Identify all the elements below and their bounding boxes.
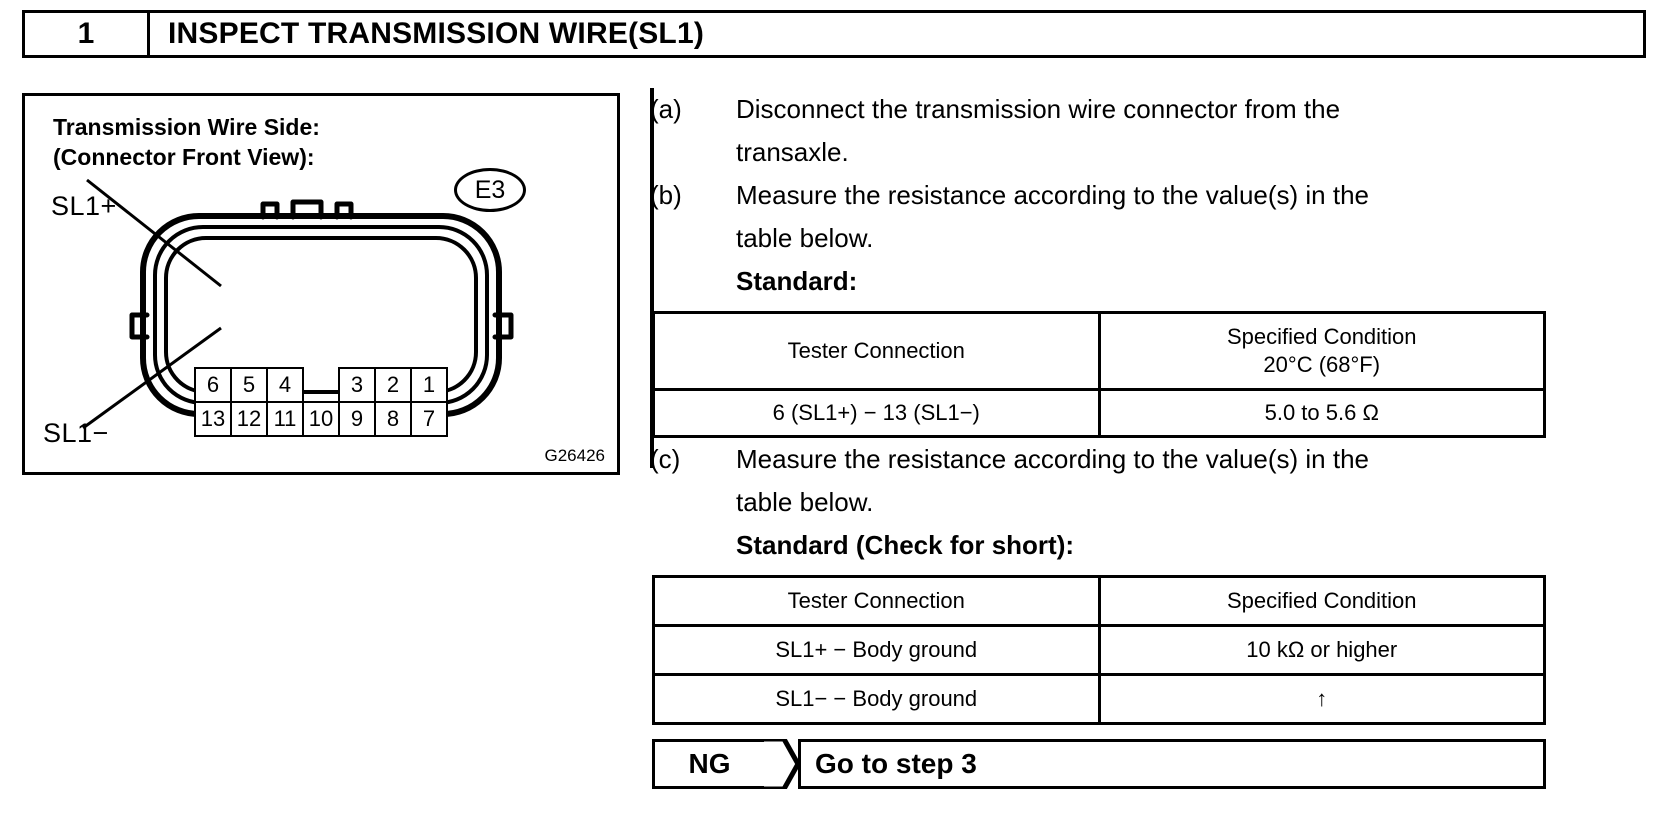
pin-cell-empty bbox=[302, 367, 340, 403]
table-header-row: Tester Connection Specified Condition 20… bbox=[652, 311, 1546, 391]
standard-heading: Standard: bbox=[736, 266, 858, 296]
pin-row-top: 6 5 4 3 2 1 bbox=[194, 367, 448, 403]
table-row: SL1− − Body ground ↑ bbox=[652, 673, 1546, 725]
instruction-text: Measure the resistance according to the … bbox=[736, 174, 1646, 260]
pin-cell: 3 bbox=[338, 367, 376, 403]
instruction-line: table below. bbox=[736, 223, 874, 253]
pin-cell: 1 bbox=[410, 367, 448, 403]
leader-line-sl1-positive bbox=[86, 178, 222, 288]
column-header-specified-condition: Specified Condition 20°C (68°F) bbox=[1097, 311, 1546, 391]
table-row: SL1+ − Body ground 10 kΩ or higher bbox=[652, 624, 1546, 676]
instruction-line: Measure the resistance according to the … bbox=[736, 444, 1370, 474]
instruction-marker: (a) bbox=[650, 94, 682, 124]
instruction-text: Disconnect the transmission wire connect… bbox=[736, 88, 1646, 174]
procedure-content: (a) Disconnect the transmission wire con… bbox=[650, 88, 1646, 792]
step-header: 1 INSPECT TRANSMISSION WIRE(SL1) bbox=[22, 10, 1646, 58]
pin-cell: 8 bbox=[374, 401, 412, 437]
pin-cell: 12 bbox=[230, 401, 268, 437]
pin-label-sl1-negative: SL1− bbox=[43, 418, 109, 448]
figure-code: G26426 bbox=[544, 446, 606, 465]
instruction-a: (a) Disconnect the transmission wire con… bbox=[650, 88, 1646, 174]
column-header-specified-condition: Specified Condition bbox=[1097, 575, 1546, 627]
pin-cell: 2 bbox=[374, 367, 412, 403]
next-step-action[interactable]: Go to step 3 bbox=[798, 739, 1546, 789]
cell-tester-connection: SL1+ − Body ground bbox=[652, 624, 1101, 676]
instruction-line: Measure the resistance according to the … bbox=[736, 180, 1370, 210]
pin-cell: 5 bbox=[230, 367, 268, 403]
instruction-marker: (b) bbox=[650, 180, 682, 210]
header-line: 20°C (68°F) bbox=[1263, 352, 1381, 377]
banner-arrow-icon bbox=[761, 736, 801, 792]
content-left-rule bbox=[650, 88, 654, 468]
instruction-line: table below. bbox=[736, 487, 874, 517]
pin-cell: 10 bbox=[302, 401, 340, 437]
instruction-b: (b) Measure the resistance according to … bbox=[650, 174, 1646, 260]
connector-id-badge: E3 bbox=[454, 168, 526, 212]
cell-specified-condition: 10 kΩ or higher bbox=[1097, 624, 1546, 676]
figure-caption: Transmission Wire Side: (Connector Front… bbox=[53, 114, 320, 171]
pin-cell: 13 bbox=[194, 401, 232, 437]
short-check-spec-table: Tester Connection Specified Condition SL… bbox=[652, 575, 1546, 725]
verdict-tag-ng: NG bbox=[652, 739, 764, 789]
cell-tester-connection: 6 (SL1+) − 13 (SL1−) bbox=[652, 388, 1101, 438]
cell-specified-condition-ditto: ↑ bbox=[1097, 673, 1546, 725]
step-title: INSPECT TRANSMISSION WIRE(SL1) bbox=[168, 17, 705, 50]
pin-row-bottom: 13 12 11 10 9 8 7 bbox=[194, 401, 448, 437]
connector-illustration bbox=[82, 178, 514, 431]
column-header-tester-connection: Tester Connection bbox=[652, 575, 1101, 627]
standard-spec-table: Tester Connection Specified Condition 20… bbox=[652, 311, 1546, 438]
connector-figure-panel: Transmission Wire Side: (Connector Front… bbox=[22, 93, 620, 475]
step-number: 1 bbox=[25, 13, 150, 55]
cell-tester-connection: SL1− − Body ground bbox=[652, 673, 1101, 725]
table-row: 6 (SL1+) − 13 (SL1−) 5.0 to 5.6 Ω bbox=[652, 388, 1546, 438]
result-banner: NG Go to step 3 bbox=[652, 736, 1546, 792]
standard-short-heading: Standard (Check for short): bbox=[736, 530, 1075, 560]
header-line: Specified Condition bbox=[1226, 324, 1417, 350]
column-header-tester-connection: Tester Connection bbox=[652, 311, 1101, 391]
instruction-c: (c) Measure the resistance according to … bbox=[650, 438, 1646, 524]
instruction-line: Disconnect the transmission wire connect… bbox=[736, 94, 1341, 124]
instruction-text: Measure the resistance according to the … bbox=[736, 438, 1646, 524]
cell-specified-condition: 5.0 to 5.6 Ω bbox=[1097, 388, 1546, 438]
instruction-marker: (c) bbox=[650, 444, 681, 474]
table-header-row: Tester Connection Specified Condition bbox=[652, 575, 1546, 627]
pin-cell: 7 bbox=[410, 401, 448, 437]
pin-cell: 11 bbox=[266, 401, 304, 437]
instruction-line: transaxle. bbox=[736, 137, 849, 167]
leader-line-sl1-negative bbox=[82, 326, 222, 430]
pin-cell: 6 bbox=[194, 367, 232, 403]
pin-cell: 4 bbox=[266, 367, 304, 403]
pin-cell: 9 bbox=[338, 401, 376, 437]
